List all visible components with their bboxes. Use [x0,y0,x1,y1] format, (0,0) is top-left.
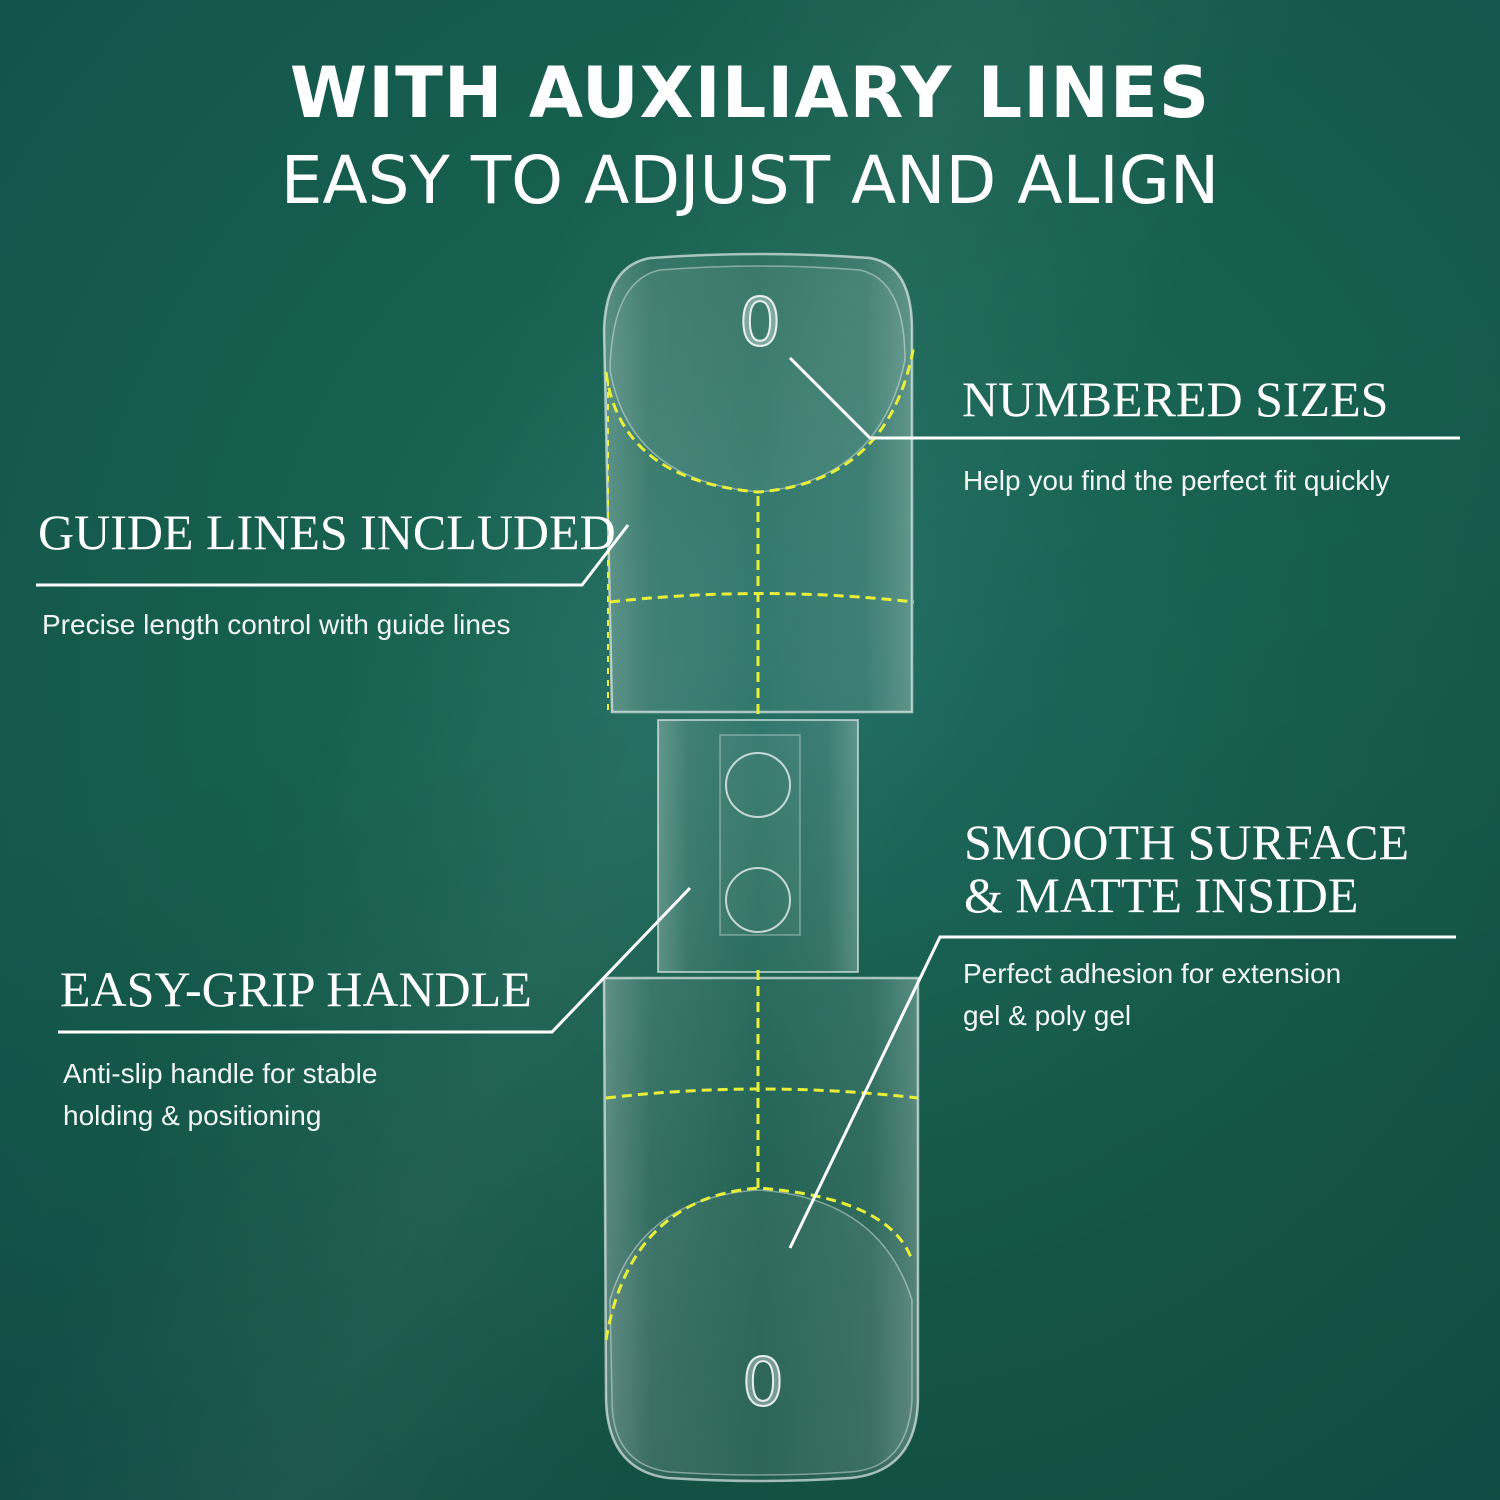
smooth-surface-description-line1: Perfect adhesion for extension [963,958,1342,989]
bottom-size-number: 0 [742,1344,784,1421]
easy-grip-leader-line [58,886,692,1034]
smooth-surface-description-line2: gel & poly gel [963,1000,1132,1031]
top-size-number: 0 [739,284,781,361]
smooth-surface-title-line1: SMOOTH SURFACE [964,814,1409,870]
guide-lines-leader-line [36,524,630,587]
easy-grip-title: EASY-GRIP HANDLE [60,961,532,1017]
bottom-nail-tip-shape [609,1189,913,1476]
smooth-surface-title-line2: & MATTE INSIDE [964,867,1359,923]
numbered-sizes-title: NUMBERED SIZES [962,371,1389,427]
grip-dot-upper [725,752,791,818]
guide-lines-description: Precise length control with guide lines [42,609,511,640]
top-length-guide-line [609,592,915,604]
top-cuticle-guide-line [604,344,916,494]
bottom-nail-form [602,976,920,1483]
bottom-length-guide-line [605,1087,919,1100]
numbered-sizes-description: Help you find the perfect fit quickly [963,465,1390,496]
bottom-cuticle-guide-line [604,1186,914,1341]
smooth-surface-leader-line [788,935,1456,1249]
numbered-sizes-leader-line [788,356,1460,440]
headline: WITH AUXILIARY LINES [289,52,1211,134]
grip-handle-inner [719,734,801,936]
guide-lines-title: GUIDE LINES INCLUDED [38,504,616,560]
top-nail-form [602,252,914,714]
grip-dot-lower [725,867,791,933]
grip-handle [657,719,859,973]
easy-grip-description-line1: Anti-slip handle for stable [63,1058,378,1089]
easy-grip-description-line2: holding & positioning [63,1100,322,1131]
top-nail-tip-shape [609,265,906,493]
subheadline: EASY TO ADJUST AND ALIGN [280,142,1220,219]
